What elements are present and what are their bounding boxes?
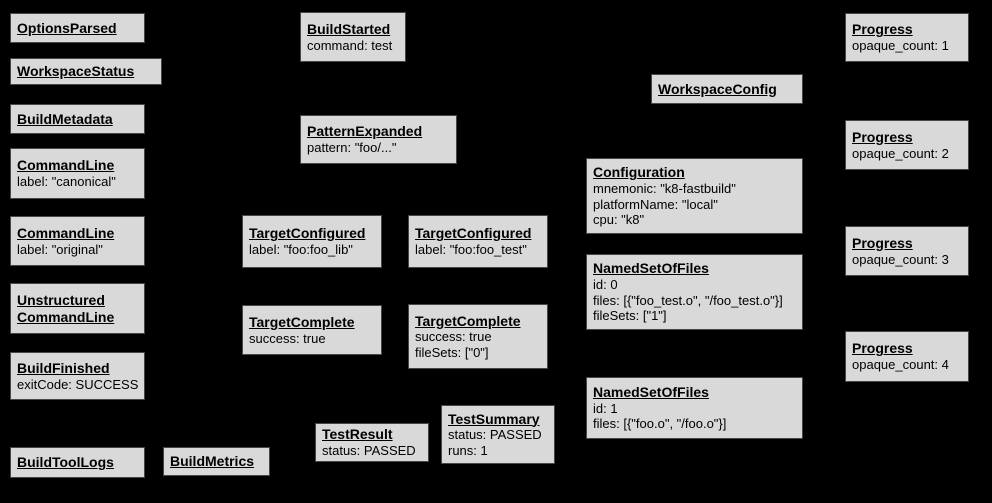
event-field: label: "canonical" [17,174,116,190]
event-box-progress-3: Progress opaque_count: 3 [845,226,969,276]
event-field: mnemonic: "k8-fastbuild" [593,181,736,196]
event-field: label: "foo:foo_test" [415,242,527,258]
event-title: TargetConfigured [415,225,532,242]
event-box-workspace-config: WorkspaceConfig [651,74,803,104]
event-title: Progress [852,21,913,38]
event-title: Configuration [593,164,685,181]
event-title: CommandLine [17,157,115,174]
event-field: label: "original" [17,241,103,257]
event-field: files: [{"foo_test.o", "/foo_test.o"}] [593,292,783,308]
event-title: OptionsParsed [17,19,117,36]
event-box-workspace-status: WorkspaceStatus [10,58,162,85]
event-box-progress-4: Progress opaque_count: 4 [845,331,969,382]
event-box-build-started: BuildStarted command: test [300,12,406,62]
event-box-options-parsed: OptionsParsed [10,13,145,43]
event-box-target-configured-foo-lib: TargetConfigured label: "foo:foo_lib" [242,215,382,268]
event-field: label: "foo:foo_lib" [249,242,353,258]
event-box-progress-1: Progress opaque_count: 1 [845,13,969,62]
event-field: opaque_count: 1 [852,38,949,54]
event-box-unstructured-command-line: Unstructured CommandLine [10,283,145,334]
event-field: status: PASSED [322,443,416,459]
event-title: TestSummary [448,410,540,427]
event-field: pattern: "foo/..." [307,140,397,156]
event-field: opaque_count: 4 [852,357,949,373]
event-box-build-metadata: BuildMetadata [10,104,145,134]
event-field: exitCode: SUCCESS [17,376,139,392]
event-title: BuildFinished [17,359,110,376]
event-box-build-tool-logs: BuildToolLogs [10,447,145,478]
event-box-build-finished: BuildFinished exitCode: SUCCESS [10,352,145,400]
event-box-named-set-of-files-0: NamedSetOfFiles id: 0 files: [{"foo_test… [586,254,803,330]
event-title: TargetComplete [415,312,521,329]
event-box-test-result: TestResult status: PASSED [315,423,429,462]
event-field: fileSets: ["0"] [415,344,489,360]
event-title: WorkspaceStatus [17,63,135,80]
event-title: Progress [852,234,913,251]
event-field: id: 0 [593,277,618,292]
event-title: Progress [852,340,913,357]
event-title: TargetComplete [249,313,355,330]
event-box-command-line-canonical: CommandLine label: "canonical" [10,148,145,199]
event-box-target-configured-foo-test: TargetConfigured label: "foo:foo_test" [408,215,548,268]
event-field: success: true [415,329,492,345]
event-box-named-set-of-files-1: NamedSetOfFiles id: 1 files: [{"foo.o", … [586,377,803,439]
event-title: NamedSetOfFiles [593,384,709,400]
event-field: success: true [249,330,326,346]
event-title: NamedSetOfFiles [593,260,709,277]
event-box-target-complete-foo-lib: TargetComplete success: true [242,305,382,355]
event-field: platformName: "local" [593,196,718,212]
event-field: files: [{"foo.o", "/foo.o"}] [593,416,727,432]
event-title: CommandLine [17,224,115,241]
event-title: BuildStarted [307,20,391,37]
event-box-pattern-expanded: PatternExpanded pattern: "foo/..." [300,115,457,164]
event-field: opaque_count: 2 [852,145,949,161]
event-field: runs: 1 [448,442,488,458]
event-field: opaque_count: 3 [852,251,949,267]
event-title: BuildToolLogs [17,454,114,471]
event-box-configuration: Configuration mnemonic: "k8-fastbuild" p… [586,158,803,234]
event-box-test-summary: TestSummary status: PASSED runs: 1 [441,405,555,464]
event-field: id: 1 [593,400,618,416]
event-title: Unstructured CommandLine [17,291,115,325]
event-box-target-complete-foo-test: TargetComplete success: true fileSets: [… [408,304,548,369]
event-title: PatternExpanded [307,123,423,140]
event-box-command-line-original: CommandLine label: "original" [10,216,145,266]
event-field: command: test [307,37,393,53]
event-title: BuildMetadata [17,110,113,127]
event-field: fileSets: ["1"] [593,308,667,324]
event-title: WorkspaceConfig [658,80,777,97]
event-title: Progress [852,128,913,145]
event-title: TestResult [322,426,393,443]
event-title: BuildMetrics [170,453,255,470]
event-box-build-metrics: BuildMetrics [163,447,270,476]
event-field: status: PASSED [448,427,542,443]
event-field: cpu: "k8" [593,212,645,228]
event-title: TargetConfigured [249,225,366,242]
event-box-progress-2: Progress opaque_count: 2 [845,120,969,170]
